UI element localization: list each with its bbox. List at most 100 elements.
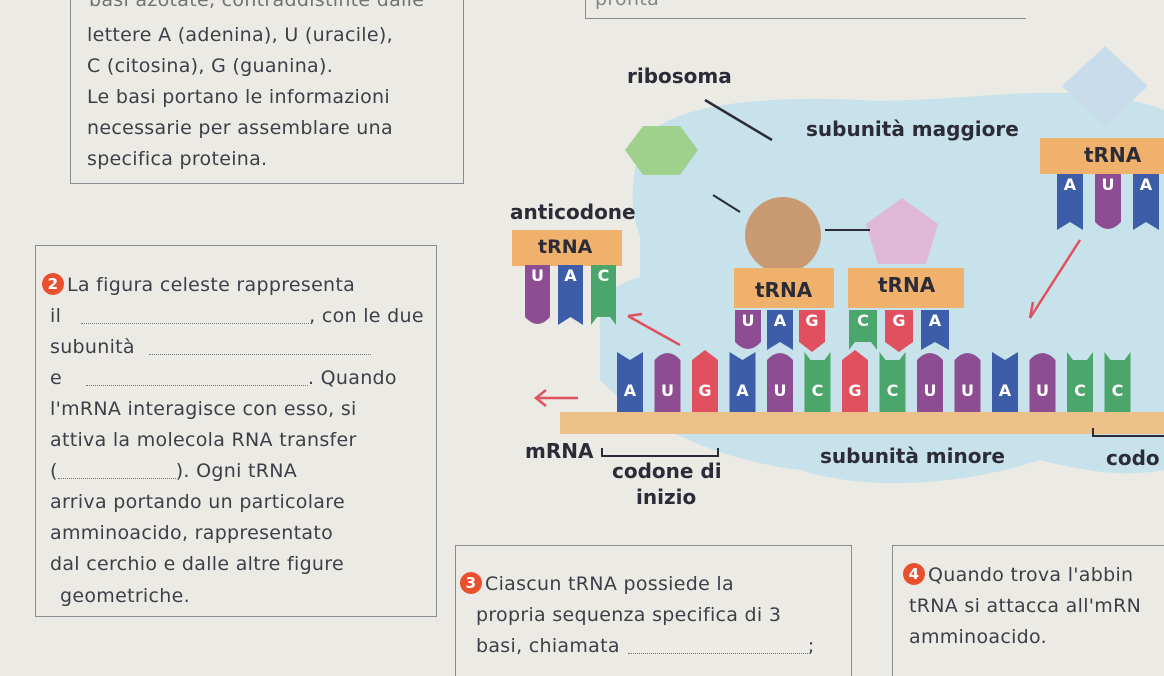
step3-line-2: propria sequenza specifica di 3 [476, 604, 782, 626]
svg-text:U: U [661, 381, 674, 400]
trna-mid2-label-bg [848, 268, 964, 308]
label-trna-mid1: tRNA [755, 278, 813, 302]
blank-field-5[interactable] [627, 635, 808, 654]
step4-line-3: amminoacido. [909, 626, 1047, 648]
step3-text-3: basi, chiamata [476, 635, 620, 657]
svg-text:C: C [598, 266, 610, 285]
svg-text:A: A [624, 381, 637, 400]
label-inizio: inizio [636, 485, 697, 509]
trna-right-base: A [1057, 174, 1083, 230]
blank-field-4[interactable] [57, 460, 176, 479]
step2-text-1: La figura celeste rappresenta [67, 274, 356, 296]
intro-line-1: lettere A (adenina), U (uracile), [87, 24, 393, 46]
svg-text:C: C [887, 381, 899, 400]
svg-text:C: C [857, 311, 869, 330]
svg-text:U: U [924, 381, 937, 400]
mrna-base: A [617, 352, 643, 412]
intro-line-5: specifica proteina. [87, 148, 268, 170]
step3-number-badge: 3 [460, 572, 482, 594]
trna-right-label-bg [1040, 138, 1164, 174]
svg-text:A: A [999, 381, 1012, 400]
mrna-base: U [954, 353, 981, 412]
intro-box: basi azotate, contraddistinte dalle lett… [70, 0, 464, 184]
mrna-base: U [1029, 353, 1056, 412]
svg-text:A: A [929, 311, 942, 330]
trna-left-base: A [558, 265, 583, 325]
label-codone-di: codone di [612, 459, 722, 483]
blank-field-3[interactable] [86, 367, 308, 386]
intro-line-3: Le basi portano le informazioni [87, 86, 390, 108]
step2-line-8: arriva portando un particolare [50, 491, 345, 513]
svg-text:U: U [961, 381, 974, 400]
step3-text-1: Ciascun tRNA possiede la [485, 573, 734, 595]
label-mrna: mRNA [525, 439, 594, 463]
label-subunita-minore: subunità minore [820, 444, 1005, 468]
trna-mid1-base: A [767, 310, 793, 350]
svg-text:G: G [805, 311, 818, 330]
blank-field-2[interactable] [148, 336, 371, 355]
top-right-cut-text: pronta [595, 0, 659, 15]
svg-text:C: C [1112, 381, 1124, 400]
svg-text:U: U [531, 266, 544, 285]
trna-left-base: C [591, 265, 616, 325]
trna-mid1-base: U [735, 310, 761, 349]
label-ribosoma: ribosoma [627, 64, 732, 88]
step2-line-10: dal cerchio e dalle altre figure [50, 553, 344, 575]
label-anticodone: anticodone [510, 200, 636, 224]
intro-cut-line: basi azotate, contraddistinte dalle [89, 0, 425, 11]
pentagon-amino-acid [866, 198, 938, 264]
step4-line-2: tRNA si attacca all'mRN [909, 595, 1142, 617]
svg-text:A: A [1140, 175, 1153, 194]
step2-line-4: e. Quando [50, 363, 397, 394]
intro-line-2: C (citosina), G (guanina). [87, 55, 334, 77]
step2-text-7b: ). Ogni tRNA [175, 460, 298, 482]
mrna-base: U [767, 353, 793, 412]
mrna-strand [560, 412, 1164, 434]
trna-mid2-base: G [885, 310, 913, 352]
step2-line-11: geometriche. [60, 585, 190, 607]
label-trna-mid2: tRNA [878, 273, 936, 297]
step2-text-3: subunità [50, 336, 135, 358]
step4-number-badge: 4 [903, 563, 925, 585]
mrna-base: A [729, 352, 756, 412]
mrna-base: U [654, 353, 681, 412]
step2-line-9: amminoacido, rappresentato [50, 522, 333, 544]
svg-text:A: A [1064, 175, 1077, 194]
blank-field-1[interactable] [81, 305, 310, 324]
trna-top-label-bg [512, 230, 622, 266]
mrna-base: C [879, 352, 906, 412]
step2-text-2b: , con le due [309, 305, 424, 327]
arrow-trna-incoming [1028, 239, 1082, 319]
circle-amino-acid [745, 197, 821, 273]
step2-line-5: l'mRNA interagisce con esso, si [50, 398, 357, 420]
arrow-anticodone [627, 312, 681, 347]
svg-text:U: U [1036, 381, 1049, 400]
anticodone-line [712, 194, 741, 213]
trna-left-base: U [525, 265, 550, 324]
svg-text:C: C [812, 381, 824, 400]
step2-text-2a: il [50, 305, 62, 327]
intro-line-4: necessarie per assemblare una [87, 117, 393, 139]
step3-text-3-end: ; [807, 635, 815, 657]
svg-text:A: A [736, 381, 749, 400]
svg-text:C: C [1074, 381, 1086, 400]
step2-text-4a: e [50, 367, 62, 389]
codone-right-bracket [1092, 428, 1164, 437]
step3-line-3: basi, chiamata; [476, 631, 815, 662]
svg-text:G: G [848, 381, 861, 400]
top-right-frame [585, 0, 1026, 19]
step2-text-7a: ( [50, 460, 58, 482]
svg-text:U: U [742, 311, 755, 330]
trna-mid2-base: C [849, 310, 877, 350]
step2-line-7: ( ). Ogni tRNA [50, 456, 297, 487]
step2-line-2: il , con le due [50, 301, 424, 332]
